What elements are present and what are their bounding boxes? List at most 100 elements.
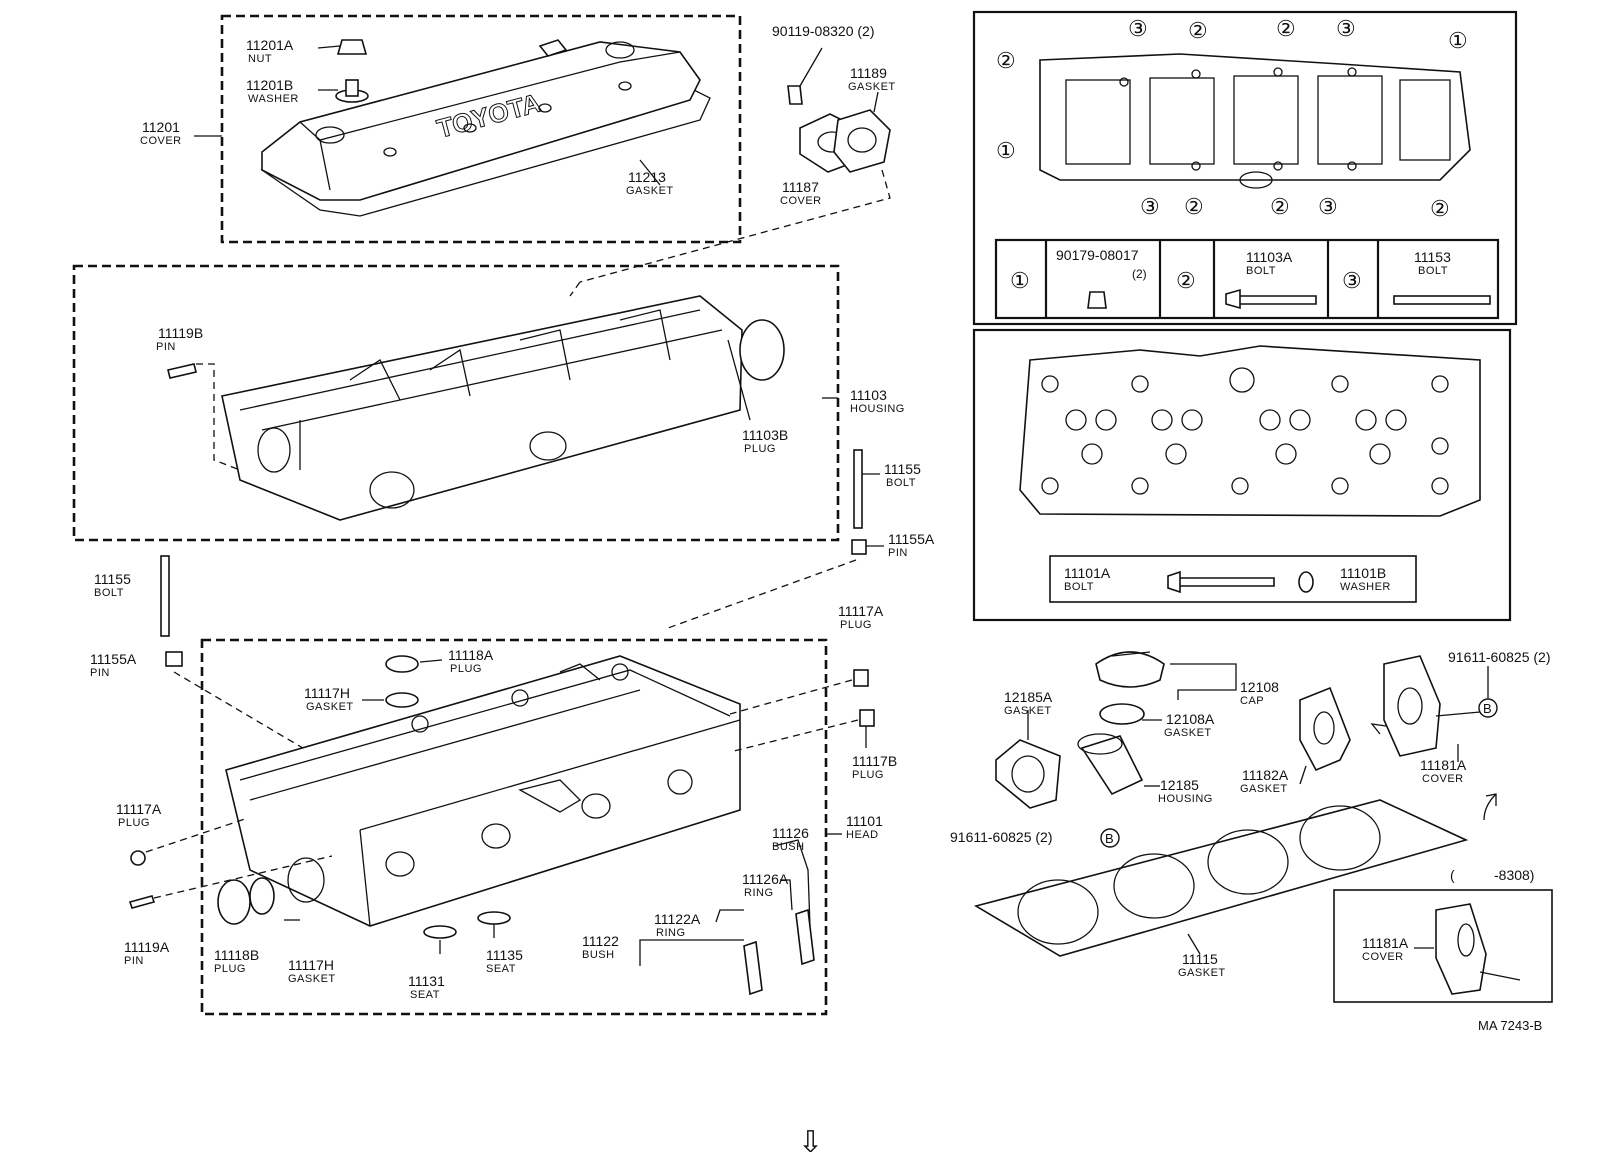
callout-11189-number: 11189 [850,65,887,81]
callout-11182a-number: 11182A [1242,767,1289,783]
marker-2-bottom-right: ② [1430,196,1450,221]
marker-2-left: ② [996,48,1016,73]
callout-11103-number: 11103 [850,387,887,403]
callout-11181a-number: 11181A [1420,757,1467,773]
outlet-housing [1080,735,1144,796]
callout-11117a-left-name: PLUG [118,817,150,829]
outlet-cover-early [1435,903,1487,995]
callout-11122-number: 11122 [582,933,619,949]
housing-pin [167,363,197,379]
callout-11201b-number: 11201B [246,77,293,93]
marker-2-bottom-b: ② [1270,194,1290,219]
head-plug-gasket-top [385,692,419,708]
callout-11115-name: GASKET [1178,967,1226,979]
callout-11118a-name: PLUG [450,663,482,675]
head-top-view [1019,345,1481,517]
callout-11135-number: 11135 [486,947,523,963]
callout-11131-number: 11131 [408,973,445,989]
marker-3-top-b: ③ [1336,16,1356,41]
callout-11122a-name: RING [656,927,686,939]
next-page-arrow-icon[interactable]: ⇩ [798,1125,823,1157]
callout-12185a-number: 12185A [1004,689,1053,705]
marker-1-top-right: ① [1448,28,1468,53]
callout-11118b-name: PLUG [214,963,246,975]
rear-cover-gasket [833,109,891,173]
legend-marker-3: ③ [1342,268,1362,293]
callout-11181a-inset-number: 11181A [1362,935,1409,951]
head-coolant-port [287,857,325,903]
callout-11189-name: GASKET [848,81,896,93]
callout-11117h-bottom-name: GASKET [288,973,336,985]
callout-11122-name: BUSH [582,949,615,961]
callout-11103b-number: 11103B [742,427,788,443]
bolt-marker-b-left [1100,828,1120,848]
callout-11119a-name: PIN [124,955,144,967]
callout-11213-name: GASKET [626,185,674,197]
fastener-legend-table: ① ② ③ 90179-08017 (2) 11103A BOLT 11153 … [994,238,1500,320]
bolt-marker-b-right-text: B [1483,701,1492,716]
camshaft-housing-group: 11119B PIN 11103 HOUSING 11103B PLUG [72,264,905,542]
callout-11155a-top-name: PIN [888,547,908,559]
housing-stud-bolt [853,449,863,529]
housing-bolts-group: 11155 BOLT 11155A PIN 11155 BOLT 11155A … [90,449,935,765]
outlet-cover [1383,655,1441,757]
callout-11155-top-number: 11155 [884,461,921,477]
callout-11126a-name: RING [744,887,774,899]
callout-11201-name: COVER [140,135,182,147]
cylinder-head [225,655,741,927]
callout-90119-number: 90119-08320 (2) [772,23,874,39]
legend-bolt-1-icon [1087,291,1107,309]
legend-part-1-number: 90179-08017 [1056,247,1139,263]
inset-frame [1333,889,1553,1003]
head-bolt-panel-frame [972,328,1512,622]
callout-11103-name: HOUSING [850,403,905,415]
legend-marker-1: ① [1010,268,1030,293]
callout-11117a-right-number: 11117A [838,603,884,619]
washer-sleeve [345,79,359,97]
callout-11126a-number: 11126A [742,871,789,887]
callout-11155-top-name: BOLT [886,477,916,489]
bolt-note-right: 91611-60825 (2) [1448,649,1550,665]
callout-11117a-right-name: PLUG [840,619,872,631]
legend-part-2-name: BOLT [1246,265,1276,277]
callout-11118a-number: 11118A [448,647,494,663]
head-side-plug-gasket [249,877,275,915]
callout-11126-number: 11126 [772,825,809,841]
fastener-table-frame [994,238,1500,320]
callout-11155a-left-name: PIN [90,667,110,679]
valve-seat-a [423,925,457,939]
bolt-marker-b-right [1478,698,1498,718]
callout-11101-name: HEAD [846,829,879,841]
housing-dowel-pin [851,539,867,555]
marker-2-bottom-a: ② [1184,194,1204,219]
breather-pipe [538,39,568,57]
callout-11117b-name: PLUG [852,769,884,781]
legend-stud-3-icon [1393,295,1491,305]
callout-11135-name: SEAT [486,963,516,975]
marker-2-top-a: ② [1188,18,1208,43]
valve-cover [261,41,701,201]
callout-11118b-number: 11118B [214,947,259,963]
callout-11201a-number: 11201A [246,37,294,53]
callout-11101a-name: BOLT [1064,581,1094,593]
callout-11126-name: BUSH [772,841,805,853]
callout-11103b-name: PLUG [744,443,776,455]
callout-12108-name: CAP [1240,695,1264,707]
legend-bolt-2-icon [1225,288,1317,310]
housing-bore-front [257,427,291,473]
camshaft-housing-group-boundary [72,264,840,542]
head-side-plug [217,879,251,925]
callout-11117h-bottom-number: 11117H [288,957,334,973]
valve-cover-group: TOYOTA 11201A NUT 11201B WASHER 11201 CO… [140,14,742,244]
head-washer-icon [1298,571,1314,593]
marker-2-top-b: ② [1276,16,1296,41]
callout-11101b-number: 11101B [1340,565,1386,581]
cylinder-head-gasket [973,799,1469,957]
callout-11155a-left-number: 11155A [90,651,137,667]
head-plug-left [130,850,146,866]
head-bolt-legend-frame [1049,555,1417,603]
callout-12185a-name: GASKET [1004,705,1052,717]
outlet-housing-gasket [995,739,1061,809]
callout-12108a-name: GASKET [1164,727,1212,739]
